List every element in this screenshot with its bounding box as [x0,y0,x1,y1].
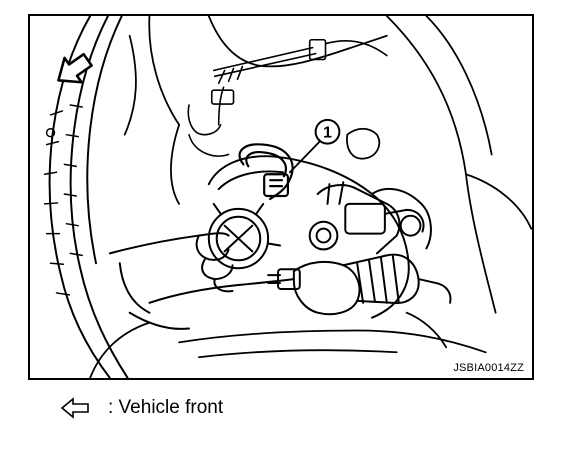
engine-bay-line-drawing: 1 [43,16,532,378]
callout-1: 1 [289,118,341,174]
headlamp-housing [207,155,432,319]
wire-harness-top [210,38,388,126]
bulb-wire-loop [238,143,294,201]
callout-1-number: 1 [323,125,332,142]
legend-text: : Vehicle front [108,397,224,418]
actuator-boot [267,253,452,316]
leveling-motor [308,181,425,255]
figure-code: JSBIA0014ZZ [451,362,526,374]
body-panels [123,16,532,314]
bulb-socket [207,202,281,270]
lower-panels [89,311,487,378]
hollow-left-arrow-icon [60,397,89,419]
hand-arm [108,232,295,330]
illustration-frame: 1 JSBIA0014ZZ [28,14,534,380]
vehicle-front-arrow-icon [57,52,93,84]
legend: : Vehicle front [60,395,223,421]
connector-top-left [187,104,230,157]
hole-marker [45,128,56,138]
tire-tread [43,104,83,296]
